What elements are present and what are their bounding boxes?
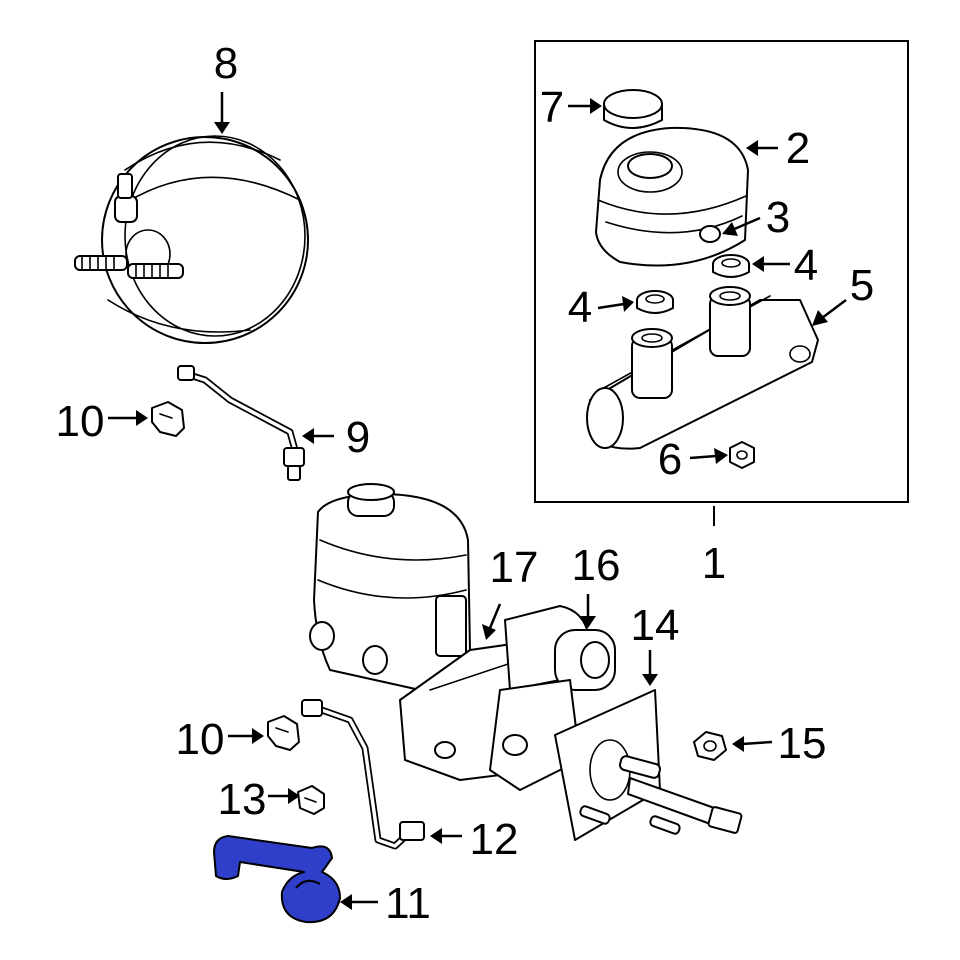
callout-6: 6 <box>658 435 682 484</box>
fluid-reservoir[interactable] <box>595 126 749 267</box>
callout-9: 9 <box>346 413 370 462</box>
master-cylinder-inset-box <box>534 40 909 503</box>
callout-8: 8 <box>214 39 238 88</box>
callout-15: 15 <box>778 719 827 768</box>
nut-large[interactable] <box>693 731 727 761</box>
reservoir-clip[interactable] <box>699 225 721 243</box>
brake-line-upper[interactable] <box>177 365 305 481</box>
clip-upper[interactable] <box>151 401 185 437</box>
callout-14: 14 <box>631 601 680 650</box>
clip-lower[interactable] <box>267 715 300 751</box>
callout-labels: 1 2 3 4 4 5 6 7 8 9 10 10 11 12 13 14 15… <box>56 39 875 928</box>
callout-arrows <box>108 92 847 910</box>
callout-3: 3 <box>766 193 790 242</box>
brake-booster[interactable] <box>74 135 309 344</box>
reservoir-cap[interactable] <box>603 89 663 129</box>
callout-5: 5 <box>850 261 874 310</box>
callout-4-left: 4 <box>568 283 592 332</box>
grommet-left[interactable] <box>636 290 674 314</box>
callout-1: 1 <box>702 539 726 588</box>
callout-13: 13 <box>218 775 267 824</box>
callout-2: 2 <box>786 124 810 173</box>
callout-12: 12 <box>470 815 519 864</box>
master-cylinder[interactable] <box>586 286 819 450</box>
brake-hose-highlighted[interactable] <box>213 835 341 924</box>
callout-7: 7 <box>540 83 564 132</box>
grommet-right[interactable] <box>712 254 750 278</box>
callout-11: 11 <box>385 879 431 928</box>
callout-10-upper: 10 <box>56 397 105 446</box>
mounting-plate[interactable] <box>554 689 743 841</box>
callout-17: 17 <box>490 543 539 592</box>
brake-line-lower[interactable] <box>301 699 425 850</box>
callout-16: 16 <box>572 541 621 590</box>
callout-4-right: 4 <box>794 241 818 290</box>
main-brake-assembly[interactable] <box>309 483 616 791</box>
nut-small[interactable] <box>729 441 755 469</box>
callout-10-lower: 10 <box>176 715 225 764</box>
clip-small[interactable] <box>297 785 325 815</box>
